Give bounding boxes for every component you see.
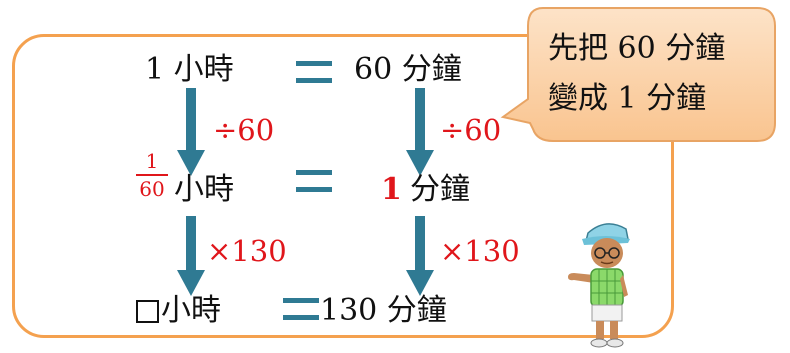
down-arrow-left-bottom bbox=[177, 216, 205, 296]
op-left-bottom: ×130 bbox=[207, 234, 287, 268]
bubble-line1: 先把 60 分鐘 bbox=[548, 31, 726, 66]
fraction-denominator: 60 bbox=[139, 177, 165, 201]
row2-right-unit: 分鐘 bbox=[410, 172, 470, 207]
op-left-top: ÷60 bbox=[213, 113, 275, 147]
down-arrow-left-top bbox=[177, 88, 205, 176]
speech-bubble bbox=[500, 7, 776, 142]
row1-right-text: 60 分鐘 bbox=[354, 52, 462, 87]
fraction: 1 60 bbox=[134, 150, 170, 200]
boy-illustration bbox=[568, 223, 630, 348]
equals-sign-row1 bbox=[296, 61, 332, 83]
equals-sign-row2 bbox=[296, 170, 332, 192]
row3-right-text: 130 分鐘 bbox=[320, 293, 447, 328]
bubble-line2: 變成 1 分鐘 bbox=[548, 81, 707, 116]
down-arrow-right-top bbox=[406, 88, 434, 176]
down-arrow-right-bottom bbox=[406, 216, 434, 296]
blank-answer-box bbox=[136, 300, 159, 323]
op-right-top: ÷60 bbox=[440, 113, 502, 147]
row1-left-text: 1 小時 bbox=[145, 52, 234, 87]
row2-left-unit: 小時 bbox=[174, 172, 234, 207]
fraction-bar bbox=[136, 174, 168, 176]
equals-sign-row3 bbox=[283, 298, 319, 320]
row2-right-value: 1 bbox=[381, 172, 402, 207]
row3-left-unit: 小時 bbox=[161, 293, 221, 328]
fraction-numerator: 1 bbox=[145, 149, 159, 173]
op-right-bottom: ×130 bbox=[440, 234, 520, 268]
